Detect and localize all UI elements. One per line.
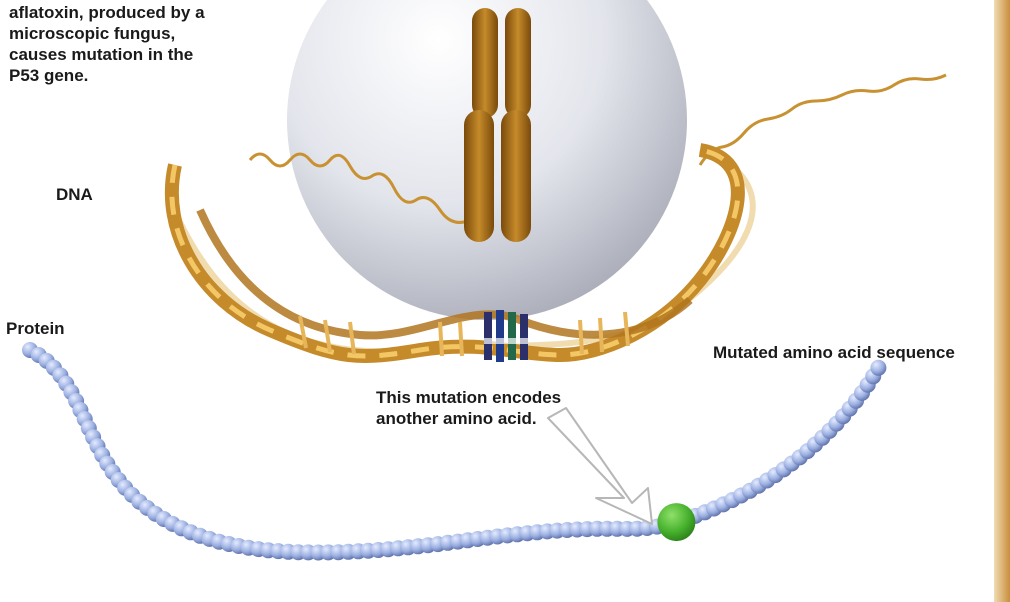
dna-thin-strand-right [700,75,946,165]
dna-label: DNA [56,184,93,205]
protein-label: Protein [6,318,65,339]
right-edge-stripe [994,0,1010,602]
mutated-sequence-label: Mutated amino acid sequence [713,342,955,363]
mutation-arrow [548,408,652,524]
protein-chain [22,342,886,561]
mutation-note-label: This mutation encodes another amino acid… [376,387,561,429]
aflatoxin-caption: aflatoxin, produced by a microscopic fun… [9,2,269,86]
mutated-amino-acid-bead [657,503,695,541]
